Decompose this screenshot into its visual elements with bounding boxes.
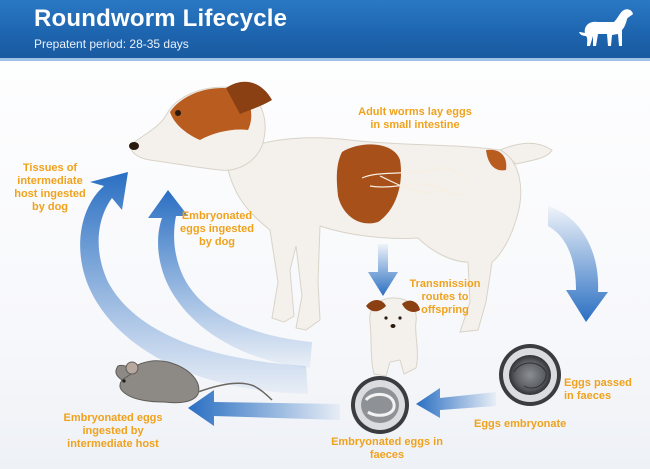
adult-dog-illustration — [129, 81, 553, 333]
arrow-eggs-to-embryonate — [416, 388, 496, 418]
stage-embryonated-in-faeces: Embryonated eggs in faeces — [331, 436, 443, 461]
stage-ingested-by-intermediate-host: Embryonated eggs ingested by intermediat… — [63, 412, 163, 450]
stage-transmission: Transmission routes to offspring — [409, 278, 481, 316]
stage-eggs-passed: Eggs passed in faeces — [564, 377, 632, 402]
arrow-tissues-to-dog — [80, 172, 308, 394]
puppy-illustration — [366, 297, 420, 377]
stage-eggs-embryonate: Eggs embryonate — [474, 418, 567, 430]
dog-silhouette-icon — [579, 9, 633, 47]
stage-tissues-ingested: Tissues of intermediate host ingested by… — [14, 162, 86, 213]
arrow-transmission — [368, 244, 398, 296]
arrow-eggs-to-mouse — [188, 390, 340, 426]
embryonated-egg-illustration — [351, 376, 409, 434]
mouse-illustration — [115, 360, 273, 404]
roundworm-egg-illustration — [499, 344, 561, 406]
stage-ingested-by-dog: Embryonated eggs ingested by dog — [180, 210, 254, 248]
arrow-eggs-to-dog — [148, 190, 312, 368]
banner-divider — [0, 58, 650, 61]
page-title: Roundworm Lifecycle — [34, 5, 288, 32]
title-banner: Roundworm Lifecycle Prepatent period: 28… — [0, 0, 650, 58]
arrow-adult-to-eggs — [548, 206, 608, 322]
stage-adult-worms: Adult worms lay eggs in small intestine — [358, 106, 472, 131]
prepatent-period: Prepatent period: 28-35 days — [34, 37, 189, 51]
